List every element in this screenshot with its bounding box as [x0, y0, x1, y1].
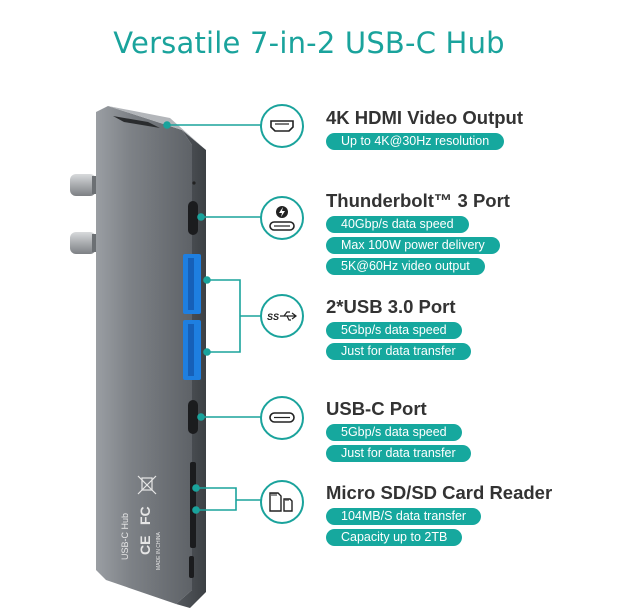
feature-title: 4K HDMI Video Output [326, 107, 523, 128]
hdmi-icon [260, 104, 304, 148]
connector-lines [163, 121, 262, 514]
usb-c-plug-bottom [70, 232, 98, 254]
hdmi-port [113, 116, 160, 128]
feature-title: 2*USB 3.0 Port [326, 296, 456, 317]
sd-card-slot [190, 462, 196, 548]
ce-mark: CE [137, 536, 153, 555]
feature-pill: 104MB/S data transfer [326, 508, 482, 525]
feature-pill: 40Gbp/s data speed [326, 216, 469, 233]
feature-pill: 5Gbp/s data speed [326, 424, 462, 441]
thunderbolt-port [188, 201, 198, 235]
feature-pill: Max 100W power delivery [326, 237, 500, 254]
feature-hdmi: 4K HDMI Video Output Up to 4K@30Hz resol… [326, 107, 523, 150]
fc-mark: FC [137, 506, 153, 525]
feature-usb-c: USB-C Port 5Gbp/s data speed Just for da… [326, 398, 471, 462]
feature-thunderbolt: Thunderbolt™ 3 Port 40Gbp/s data speed M… [326, 190, 510, 275]
sd-card-icon [260, 480, 304, 524]
feature-usb3: 2*USB 3.0 Port 5Gbp/s data speed Just fo… [326, 296, 471, 360]
page-title: Versatile 7-in-2 USB-C Hub [113, 26, 505, 60]
feature-title: Micro SD/SD Card Reader [326, 482, 553, 503]
device-label: USB-C Hub [120, 513, 130, 560]
feature-card-reader: Micro SD/SD Card Reader 104MB/S data tra… [326, 482, 552, 546]
feature-title: USB-C Port [326, 398, 427, 419]
usb-c-port [188, 400, 198, 434]
feature-pill: Up to 4K@30Hz resolution [326, 133, 505, 150]
feature-title: Thunderbolt™ 3 Port [326, 190, 510, 211]
thunderbolt-icon [260, 196, 304, 240]
feature-pill: 5K@60Hz video output [326, 258, 485, 275]
usb-c-plug-top [70, 174, 98, 196]
usb-c-hub-image: USB-C Hub CE FC MADE IN CHINA [70, 106, 262, 608]
feature-pill: Just for data transfer [326, 445, 471, 462]
micro-sd-card-slot [189, 556, 194, 578]
usb-ss-icon: SS [260, 294, 304, 338]
feature-pill: 5Gbp/s data speed [326, 322, 462, 339]
feature-pill: Capacity up to 2TB [326, 529, 463, 546]
usb-c-icon [260, 396, 304, 440]
origin-text: MADE IN CHINA [156, 532, 162, 570]
feature-pill: Just for data transfer [326, 343, 471, 360]
weee-bin-icon [137, 475, 157, 495]
svg-text:SS: SS [267, 312, 279, 322]
